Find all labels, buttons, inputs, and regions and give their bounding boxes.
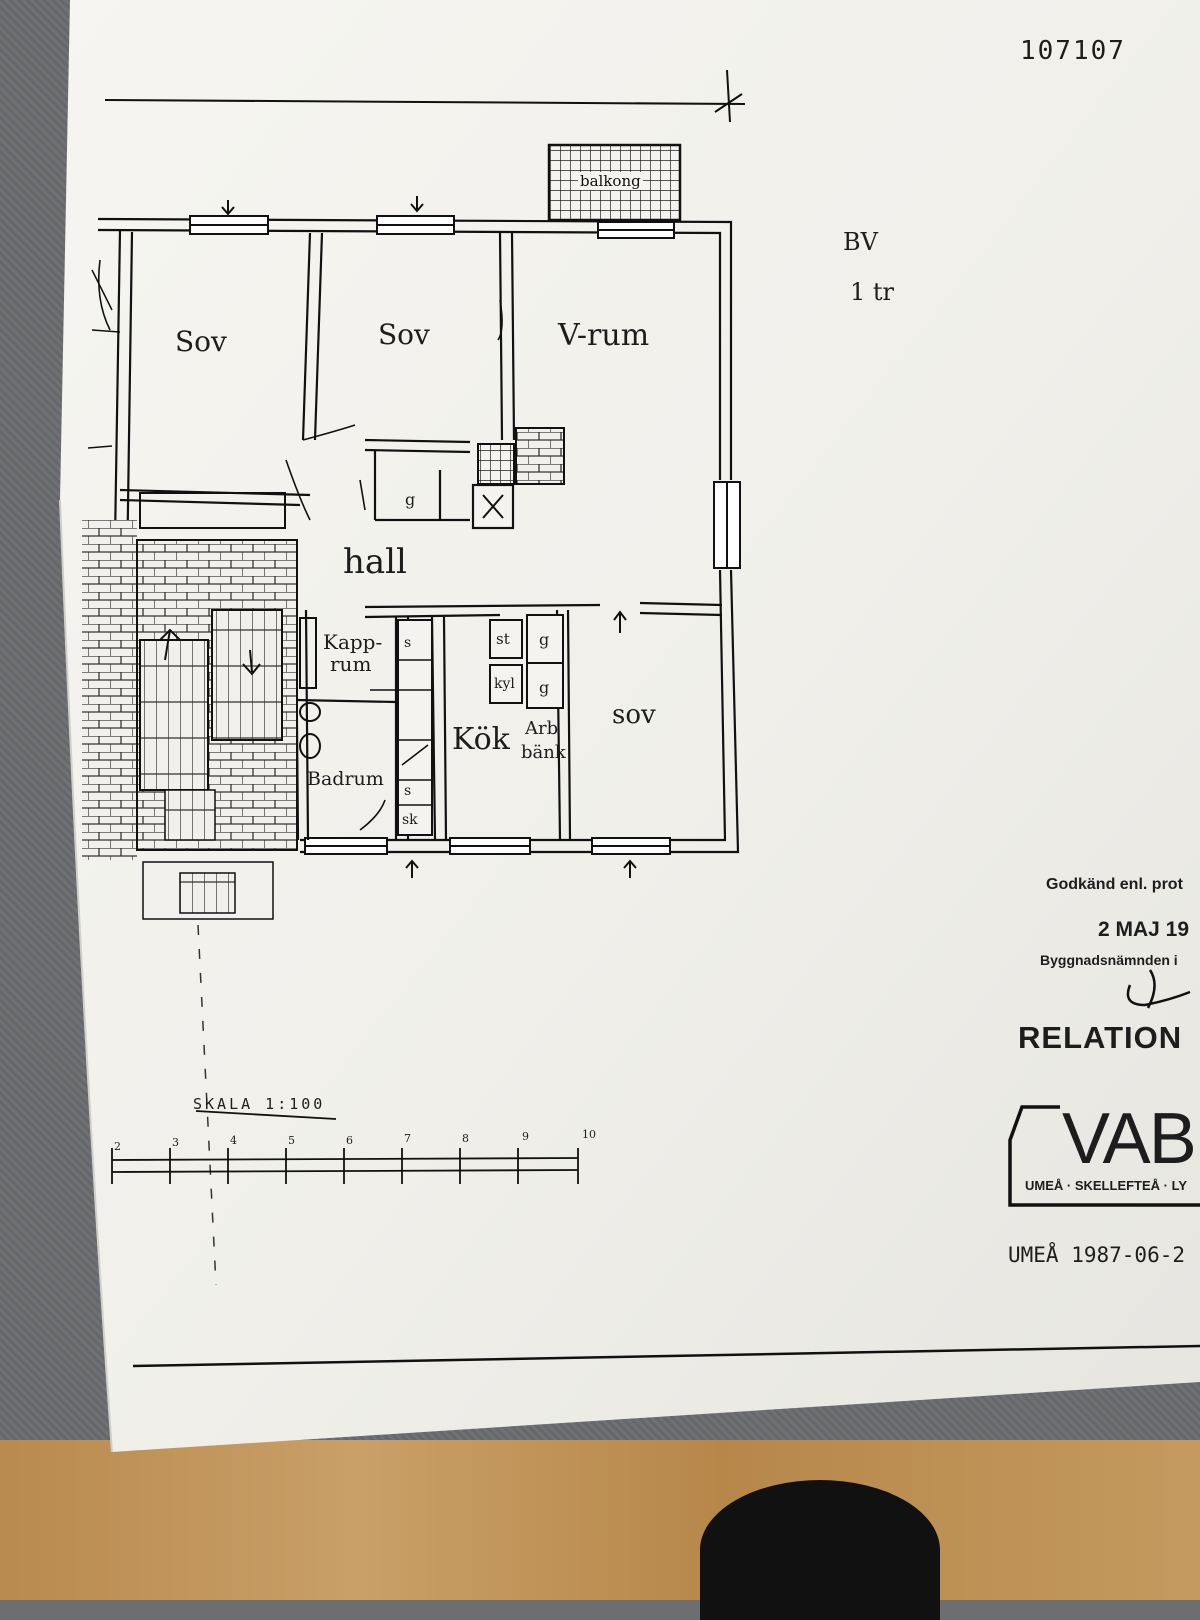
room-label-kapprum-1: Kapp- — [323, 630, 383, 654]
stamp-approved: Godkänd enl. prot — [1046, 876, 1183, 893]
door-swings — [97, 259, 503, 831]
scale-tick-10: 10 — [582, 1128, 596, 1141]
document-number: 107107 — [1020, 36, 1126, 66]
bathroom-fixtures — [299, 617, 321, 759]
scale-tick-3: 3 — [172, 1136, 179, 1149]
scale-tick-9: 9 — [522, 1130, 529, 1143]
side-note-floor: 1 tr — [850, 278, 895, 306]
side-note-bv: BV — [843, 228, 878, 256]
room-label-sov-3: sov — [612, 700, 656, 730]
company-cities: UMEÅ · SKELLEFTEÅ · LY — [1025, 1178, 1188, 1193]
kitchen-fixtures — [397, 614, 564, 836]
fixture-label-g-3: g — [539, 678, 550, 697]
room-label-hall: hall — [343, 542, 407, 582]
scale-tick-2: 2 — [114, 1140, 121, 1153]
room-label-arbetsbank-2: bänk — [521, 742, 566, 763]
fixture-label-sk: sk — [402, 812, 418, 828]
chimney — [515, 427, 565, 485]
bottom-rule — [132, 1344, 1200, 1368]
scale-bar — [111, 1110, 579, 1184]
place-date: UMEÅ 1987-06-2 — [1008, 1243, 1186, 1267]
stamp-date: 2 MAJ 19 — [1098, 918, 1190, 941]
foot-shadow — [700, 1480, 940, 1620]
paper — [60, 0, 1200, 1452]
scale-tick-4: 4 — [230, 1134, 237, 1147]
room-label-arbetsbank-1: Arb — [525, 718, 559, 739]
fixture-label-st: st — [496, 630, 510, 648]
windows — [189, 215, 741, 855]
fixture-label-s-2: s — [404, 783, 412, 799]
fixture-label-g-1: g — [405, 490, 416, 509]
room-label-badrum: Badrum — [307, 768, 384, 790]
fixture-label-g-2: g — [539, 630, 550, 649]
vab-logo-frame — [1008, 1105, 1200, 1207]
scale-label: SKALA 1:100 — [193, 1095, 326, 1113]
room-label-balkong: balkong — [578, 172, 643, 190]
wooden-floor — [0, 1440, 1200, 1600]
company-logo-vab: VAB — [1062, 1099, 1197, 1179]
scale-tick-7: 7 — [404, 1132, 411, 1145]
room-label-kok: Kök — [452, 722, 510, 757]
fixture-label-s-1: s — [404, 635, 412, 651]
room-label-sov-2: Sov — [378, 318, 430, 351]
scale-tick-5: 5 — [288, 1134, 295, 1147]
stamp-board: Byggnadsnämnden i — [1040, 952, 1178, 968]
window-arrows — [221, 196, 637, 878]
scale-tick-6: 6 — [346, 1134, 353, 1147]
stairwell — [82, 520, 298, 920]
title-relation: RELATION — [1018, 1020, 1183, 1055]
room-label-kapprum-2: rum — [330, 652, 372, 676]
fixture-label-kyl: kyl — [494, 676, 515, 692]
hall-bench — [139, 492, 286, 529]
dimension-line — [104, 69, 746, 123]
room-label-sov-1: Sov — [175, 325, 227, 358]
scale-tick-8: 8 — [462, 1132, 469, 1145]
room-label-vardagsrum: V-rum — [558, 318, 650, 353]
signature — [1126, 969, 1191, 1009]
